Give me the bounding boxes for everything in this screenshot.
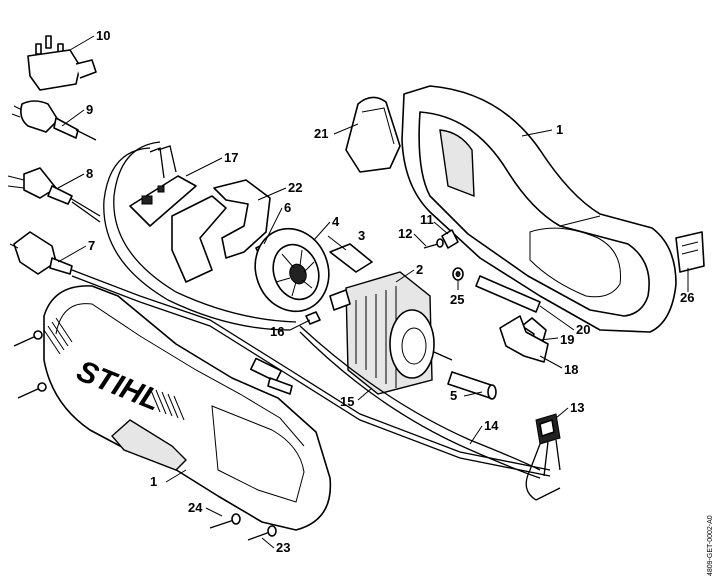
fan-part[interactable] — [244, 218, 340, 322]
callout-19: 19 — [560, 332, 574, 347]
callout-1-top: 1 — [556, 122, 563, 137]
drawing-code: 4809-GET-0002-A0 — [707, 515, 714, 576]
callout-11: 11 — [420, 212, 434, 227]
callout-6: 6 — [284, 200, 291, 215]
callout-17: 17 — [224, 150, 238, 165]
shaft-part[interactable] — [447, 371, 497, 400]
switch-lever-part[interactable] — [499, 315, 549, 363]
callout-12: 12 — [398, 226, 412, 241]
callout-22: 22 — [288, 180, 302, 195]
euro-plug-part[interactable] — [7, 167, 101, 223]
callout-3: 3 — [358, 228, 365, 243]
connector-part[interactable] — [305, 311, 321, 325]
nut-part[interactable] — [452, 267, 464, 281]
callout-16: 16 — [270, 324, 284, 339]
callout-24: 24 — [188, 500, 203, 515]
housing-shell-left-part[interactable] — [43, 285, 332, 531]
housing-screw-lower[interactable] — [17, 382, 47, 399]
vent-grille — [43, 317, 185, 421]
callout-9: 9 — [86, 102, 93, 117]
push-rod-part[interactable] — [475, 275, 541, 313]
callout-18: 18 — [564, 362, 578, 377]
cable-sleeve-part[interactable] — [267, 377, 293, 395]
callout-labels: 10 9 8 7 17 22 6 4 3 2 16 15 5 21 1 11 1… — [86, 28, 694, 555]
screw-12-part[interactable] — [423, 238, 444, 249]
callout-21: 21 — [314, 126, 328, 141]
callout-13: 13 — [570, 400, 584, 415]
callout-20: 20 — [576, 322, 590, 337]
cord-clip-part[interactable] — [441, 229, 459, 249]
housing-screw-upper[interactable] — [13, 330, 43, 347]
screw-23-part[interactable] — [247, 525, 277, 541]
round-plug-part[interactable] — [11, 100, 97, 141]
callout-23: 23 — [276, 540, 290, 555]
callout-1-bottom: 1 — [150, 474, 157, 489]
thermal-clip-part[interactable] — [329, 243, 373, 273]
callout-25: 25 — [450, 292, 464, 307]
housing-shell-right-part[interactable] — [401, 85, 677, 333]
uk-plug-part[interactable] — [27, 35, 97, 91]
brush-holder-part[interactable] — [171, 179, 271, 283]
switch-part[interactable] — [529, 413, 561, 477]
callout-15: 15 — [340, 394, 354, 409]
circuit-board-part[interactable] — [129, 145, 197, 227]
callout-8: 8 — [86, 166, 93, 181]
rating-label-part[interactable] — [675, 231, 705, 273]
callout-26: 26 — [680, 290, 694, 305]
screw-24-part[interactable] — [209, 513, 241, 529]
leader-lines — [57, 35, 689, 549]
callout-5: 5 — [450, 388, 457, 403]
callout-10: 10 — [96, 28, 110, 43]
callout-4: 4 — [332, 214, 340, 229]
callout-2: 2 — [416, 262, 423, 277]
callout-7: 7 — [88, 238, 95, 253]
power-cord-plug-part[interactable] — [9, 231, 551, 477]
callout-14: 14 — [484, 418, 499, 433]
motor-part[interactable] — [329, 271, 453, 395]
cover-flap-part[interactable] — [345, 96, 401, 173]
